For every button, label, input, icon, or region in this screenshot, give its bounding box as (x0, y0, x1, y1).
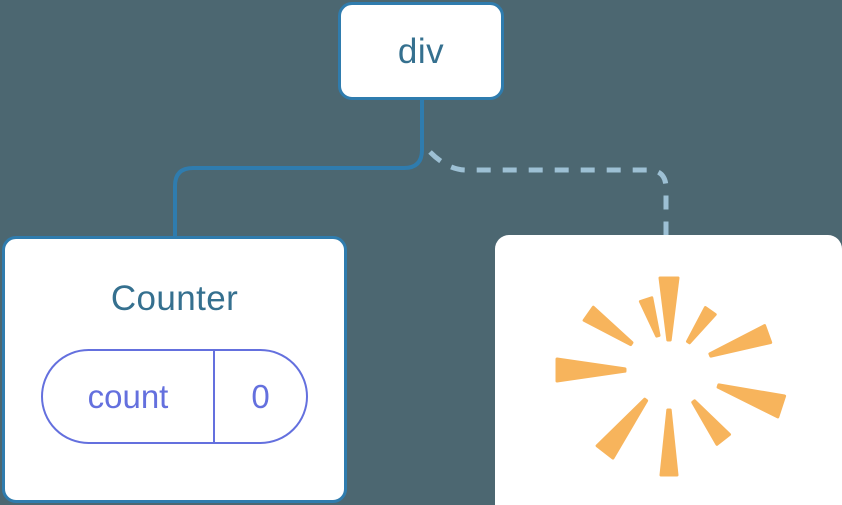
node-burst[interactable] (495, 235, 842, 505)
burst-ray-5 (659, 408, 678, 477)
state-pill-value: 0 (251, 378, 270, 415)
edge-div-to-burst (428, 150, 669, 236)
sparkle-burst-icon (555, 276, 786, 477)
node-counter[interactable]: Counter count 0 (2, 236, 347, 503)
burst-ray-6 (595, 397, 648, 460)
node-div[interactable]: div (338, 2, 504, 100)
burst-ray-3 (716, 383, 786, 419)
burst-ray-9 (638, 296, 660, 338)
node-counter-label: Counter (110, 279, 239, 318)
state-pill[interactable]: count 0 (41, 349, 308, 444)
burst-ray-0 (658, 276, 679, 342)
burst-ray-7 (555, 357, 626, 383)
edge-div-to-counter (173, 100, 424, 238)
burst-ray-2 (707, 324, 772, 358)
state-pill-key: count (43, 351, 215, 442)
node-div-label: div (397, 31, 445, 71)
burst-ray-1 (685, 306, 717, 345)
burst-ray-4 (690, 399, 731, 446)
burst-ray-8 (582, 305, 633, 347)
